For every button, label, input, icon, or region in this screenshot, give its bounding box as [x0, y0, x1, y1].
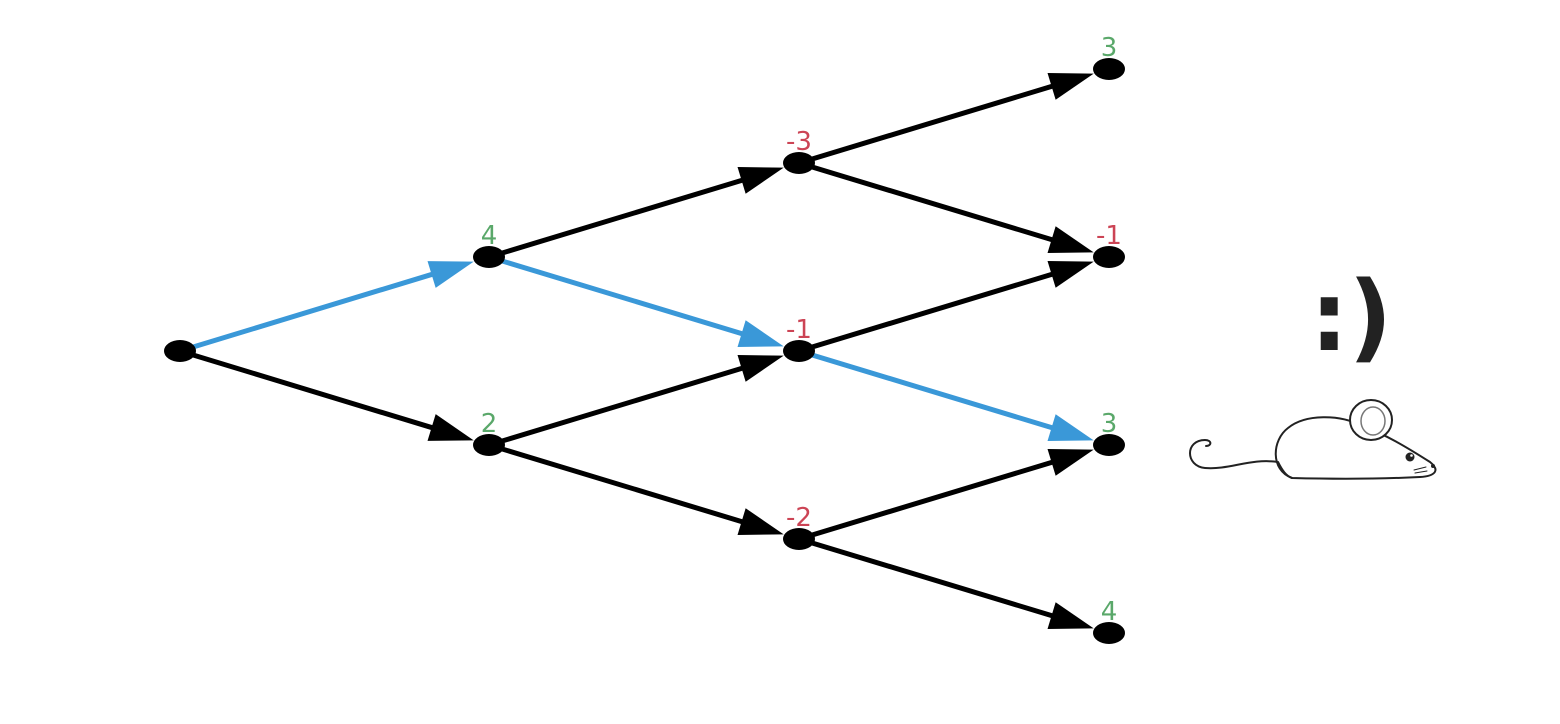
node-n1 [473, 246, 505, 268]
arrowhead [427, 261, 474, 288]
edge-n5-n9 [796, 536, 1094, 629]
arrowhead [737, 320, 784, 347]
smiley-emoticon: :) [1310, 261, 1392, 373]
edge-n4-n8 [796, 348, 1094, 441]
edge-line [486, 364, 748, 448]
edge-n5-n8 [796, 449, 1094, 542]
arrowhead [1047, 449, 1094, 476]
arrowhead [737, 167, 784, 194]
node-value-label: -2 [786, 503, 812, 533]
node-value-label: 3 [1101, 33, 1118, 63]
edge-line [796, 160, 1058, 244]
edge-line [486, 254, 748, 338]
edge-n3-n7 [796, 160, 1094, 253]
edge-line [177, 348, 438, 432]
node-n3 [783, 152, 815, 174]
edge-line [486, 176, 748, 260]
mouse-icon [1189, 399, 1437, 480]
edge-n2-n5 [486, 442, 784, 535]
arrowhead [737, 355, 784, 382]
edge-line [486, 442, 748, 526]
edge-line [177, 270, 438, 354]
node-n4 [783, 340, 815, 362]
node-n0 [164, 340, 196, 362]
node-n9 [1093, 622, 1125, 644]
edge-n2-n4 [486, 355, 784, 448]
node-value-label: 3 [1101, 409, 1118, 439]
arrowhead [1047, 414, 1094, 441]
node-n7 [1093, 246, 1125, 268]
edge-n0-n1 [177, 261, 474, 354]
node-value-label: -3 [786, 127, 812, 157]
edge-n0-n2 [177, 348, 474, 441]
arrowhead [1047, 261, 1094, 288]
node-value-label: -1 [1096, 221, 1122, 251]
edge-line [796, 270, 1058, 354]
node-value-label: 4 [481, 221, 498, 251]
arrowhead [427, 414, 474, 441]
node-value-label: 4 [1101, 597, 1118, 627]
edges-layer [177, 73, 1094, 629]
edge-line [796, 458, 1058, 542]
node-n2 [473, 434, 505, 456]
node-value-label: -1 [786, 315, 812, 345]
edge-n3-n6 [796, 73, 1094, 166]
edge-n1-n3 [486, 167, 784, 260]
edge-line [796, 82, 1058, 166]
node-n5 [783, 528, 815, 550]
node-n8 [1093, 434, 1125, 456]
edge-n1-n4 [486, 254, 784, 347]
edge-line [796, 536, 1058, 620]
arrowhead [1047, 226, 1094, 253]
node-n6 [1093, 58, 1125, 80]
node-value-label: 2 [481, 409, 498, 439]
nodes-layer [164, 58, 1125, 644]
arrowhead [737, 508, 784, 535]
labels-layer: 4 2 -3 -1 -2 3 -1 3 4 [481, 33, 1122, 627]
arrowhead [1047, 602, 1094, 629]
edge-line [796, 348, 1058, 432]
arrowhead [1047, 73, 1094, 100]
edge-n4-n7 [796, 261, 1094, 354]
